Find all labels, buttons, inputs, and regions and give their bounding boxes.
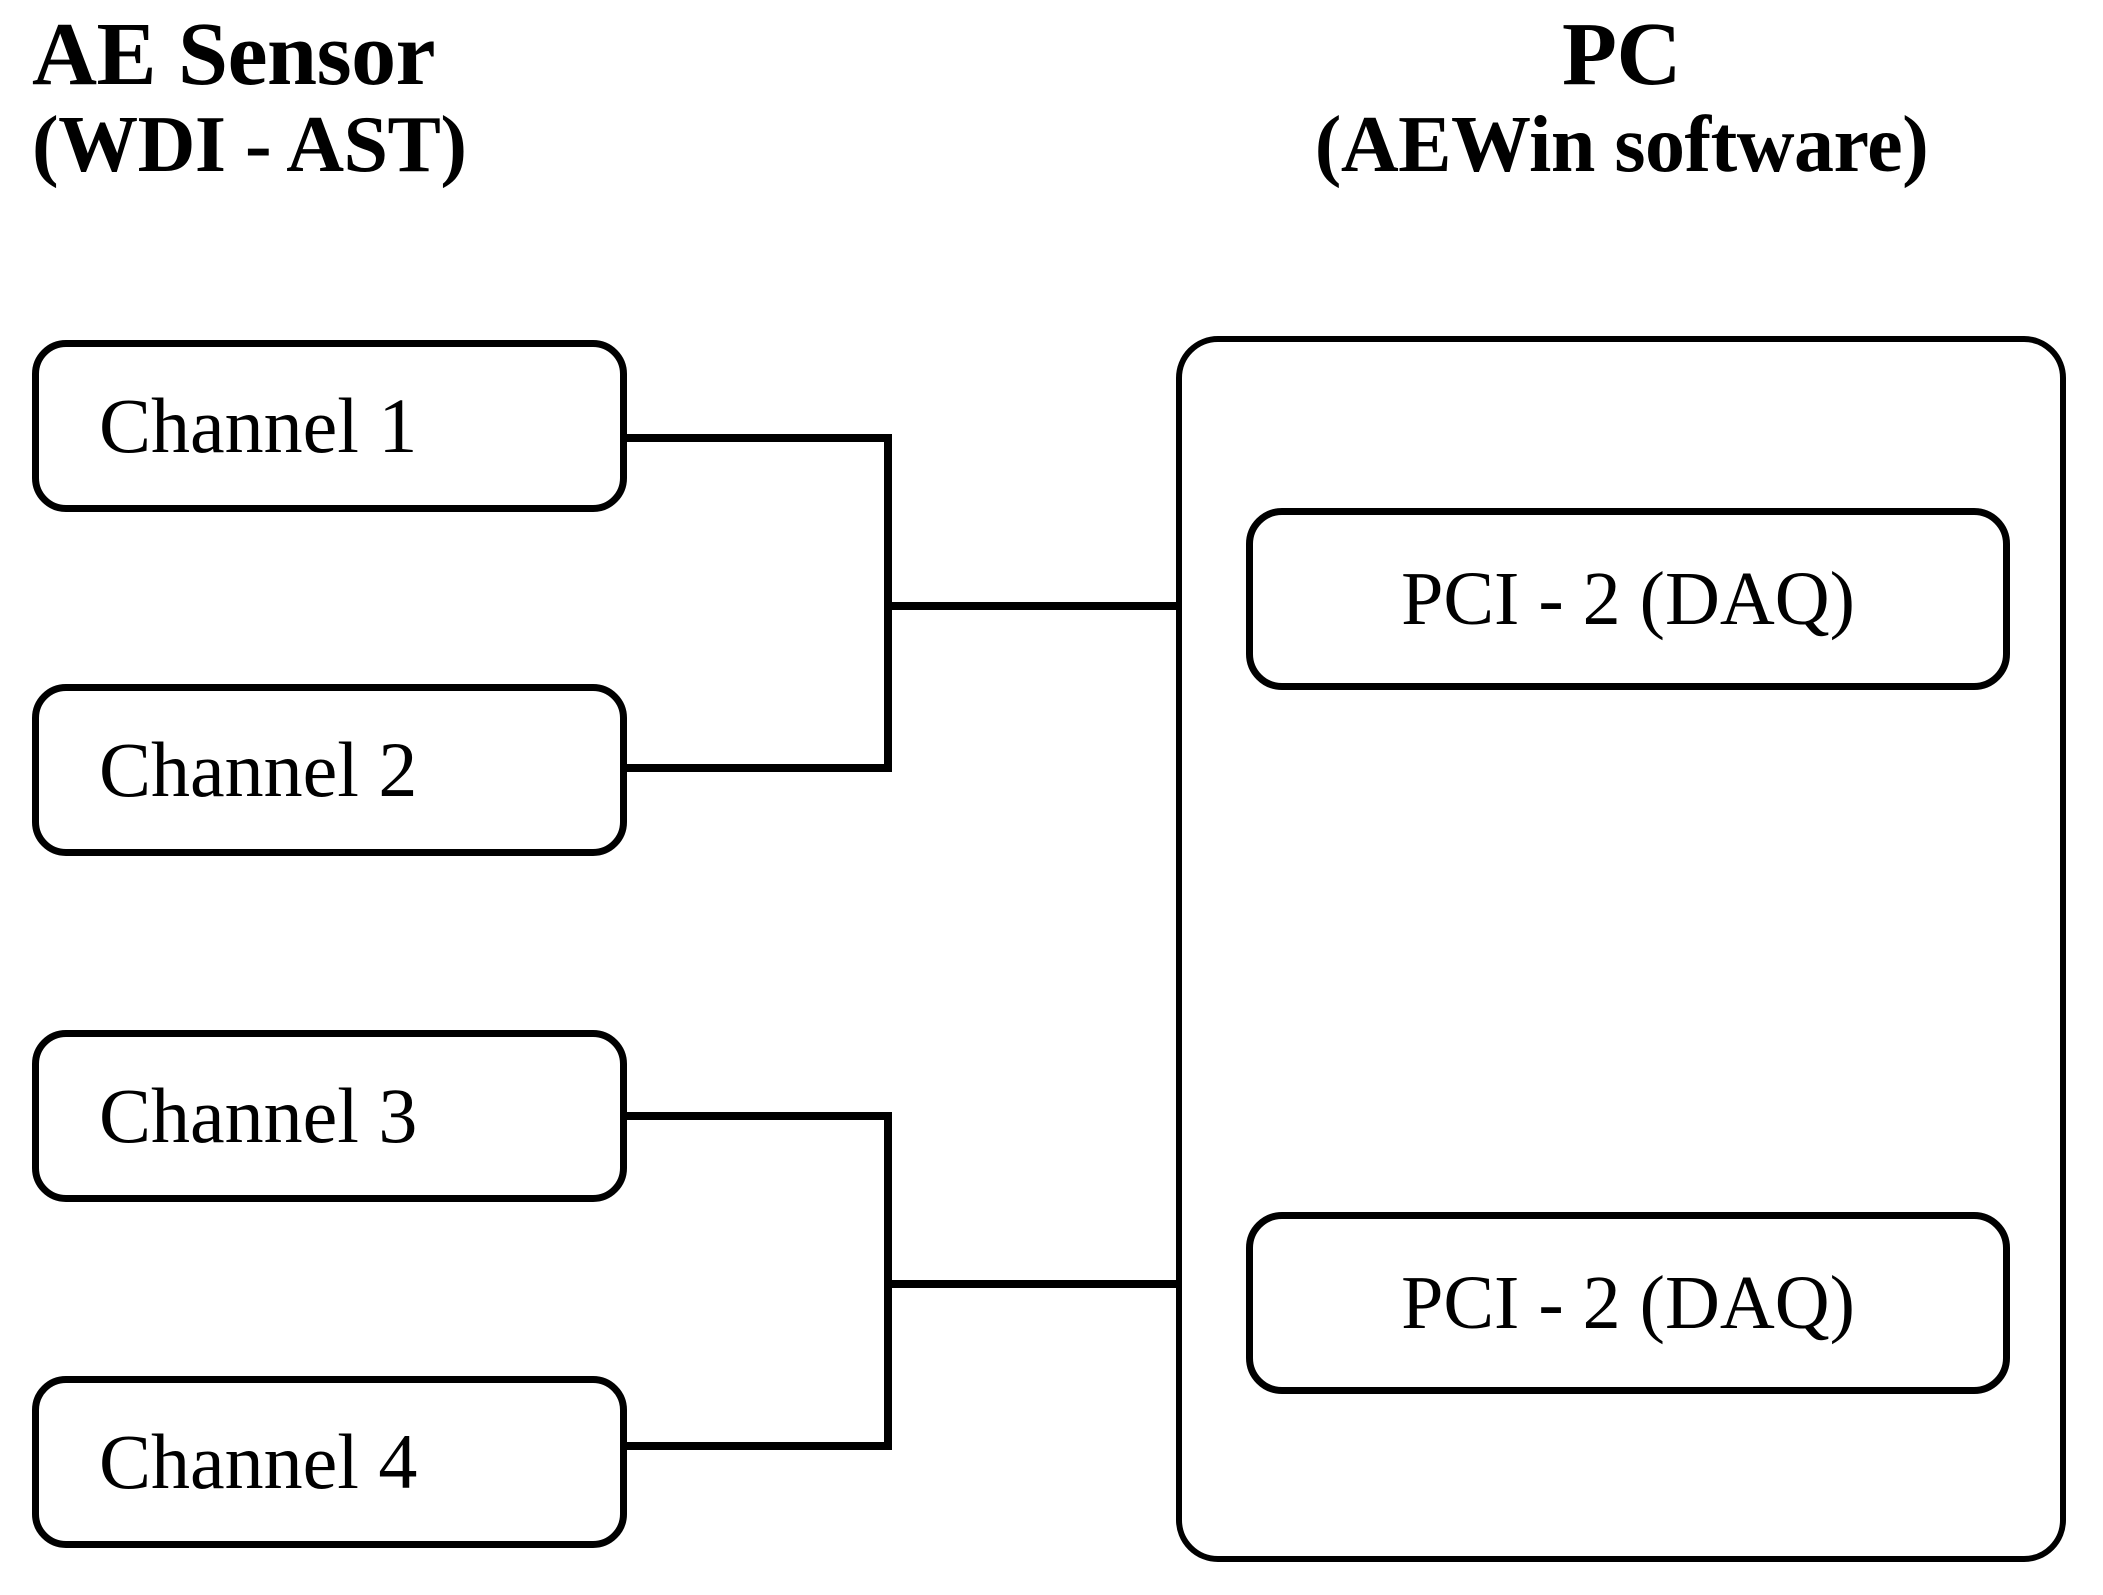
pc-heading-line-1: PC	[1562, 5, 1681, 104]
sensor-heading-line-1: AE Sensor	[32, 5, 436, 104]
channel-3-label: Channel 3	[99, 1072, 418, 1159]
wire-upper-feed-to-pci-1	[884, 602, 1250, 610]
channel-1-label: Channel 1	[99, 382, 418, 469]
pci-card-1-node[interactable]: PCI - 2 (DAQ)	[1246, 508, 2010, 690]
wire-channel-2-output	[624, 764, 892, 772]
sensor-heading-line-2: (WDI - AST)	[32, 100, 467, 189]
channel-4-node[interactable]: Channel 4	[32, 1376, 627, 1548]
pci-card-2-node[interactable]: PCI - 2 (DAQ)	[1246, 1212, 2010, 1394]
sensor-column-heading: AE Sensor (WDI - AST)	[0, 8, 640, 187]
wire-channel-4-output	[624, 1442, 892, 1450]
channel-1-node[interactable]: Channel 1	[32, 340, 627, 512]
pc-heading-line-2: (AEWin software)	[1314, 100, 1929, 189]
wire-channel-3-output	[624, 1112, 892, 1120]
pci-card-1-label: PCI - 2 (DAQ)	[1401, 557, 1855, 641]
pc-column-heading: PC (AEWin software)	[1140, 8, 2103, 187]
channel-2-node[interactable]: Channel 2	[32, 684, 627, 856]
pci-card-2-label: PCI - 2 (DAQ)	[1401, 1261, 1855, 1345]
wire-channel-1-output	[624, 434, 892, 442]
wire-lower-feed-to-pci-2	[884, 1280, 1250, 1288]
channel-2-label: Channel 2	[99, 726, 418, 813]
channel-3-node[interactable]: Channel 3	[32, 1030, 627, 1202]
channel-4-label: Channel 4	[99, 1418, 418, 1505]
